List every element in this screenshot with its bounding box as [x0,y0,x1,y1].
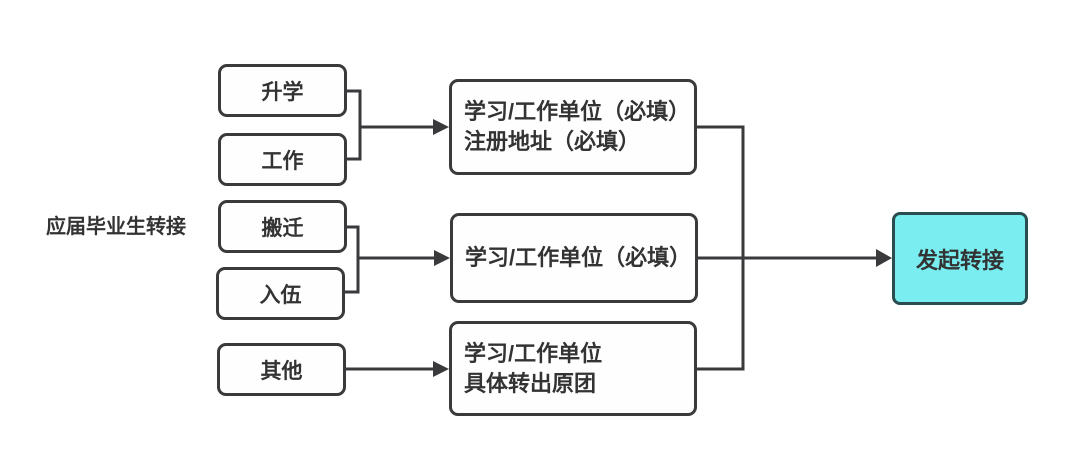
requirement-box-3: 学习/工作单位 具体转出原团 [449,321,697,416]
category-label: 升学 [261,80,304,104]
category-label: 搬迁 [261,216,304,240]
category-box-shengxue: 升学 [218,64,347,117]
category-label: 其他 [260,359,303,383]
requirement-line: 学习/工作单位 [464,340,603,366]
arrow-to-req3-head [433,361,449,377]
arrow-to-action-head [876,249,892,267]
requirement-line: 学习/工作单位（必填） [464,99,691,124]
merge-bus [696,125,745,371]
requirement-line: 学习/工作单位（必填） [465,245,692,270]
category-box-gongzuo: 工作 [218,133,347,186]
bracket-shengxue-gongzuo [347,89,362,161]
requirement-box-2: 学习/工作单位（必填） [450,213,698,303]
category-box-ruwu: 入伍 [216,267,345,320]
requirement-line: 具体转出原团 [464,370,597,396]
requirement-line: 注册地址（必填） [464,129,641,154]
action-box-initiate-transfer: 发起转接 [892,212,1028,305]
category-box-qita: 其他 [217,343,346,396]
root-label: 应届毕业生转接 [46,216,186,238]
category-label: 入伍 [259,283,302,307]
arrow-to-req2-head [434,250,450,266]
requirement-box-1: 学习/工作单位（必填） 注册地址（必填） [449,79,697,175]
category-box-banqian: 搬迁 [218,200,347,253]
category-label: 工作 [261,149,304,173]
action-label: 发起转接 [915,247,1004,273]
arrow-to-req1-head [433,119,449,135]
